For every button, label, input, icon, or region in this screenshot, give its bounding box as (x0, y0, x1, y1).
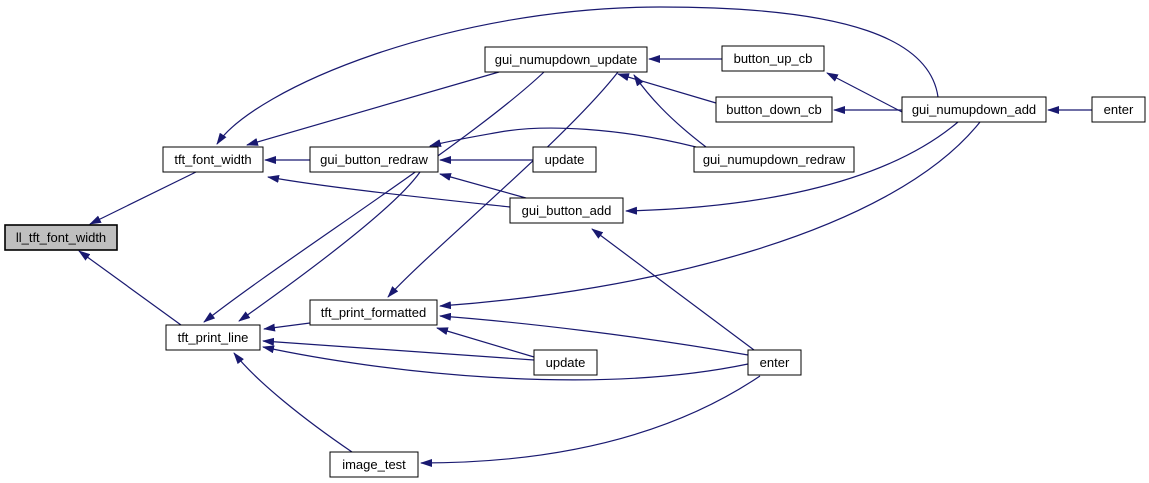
node-label-enter_right: enter (1104, 102, 1134, 117)
edge-gui_button_add-to-tft_font_width (267, 174, 511, 208)
edge-tft_print_formatted-to-tft_print_line (263, 322, 311, 332)
edge-button_down_cb-to-gui_numupdown_update (617, 73, 717, 104)
node-label-tft_print_line: tft_print_line (178, 330, 249, 345)
edges-layer (78, 6, 1092, 467)
node-update_top[interactable]: update (532, 146, 597, 173)
node-label-update_bottom: update (546, 355, 586, 370)
node-box-update_bottom (533, 349, 598, 376)
node-box-enter_right (1091, 96, 1146, 123)
node-tft_print_line[interactable]: tft_print_line (165, 324, 261, 351)
node-box-gui_numupdown_redraw (693, 146, 855, 173)
edge-update_bottom-to-tft_print_line (262, 337, 535, 361)
edge-enter_bottom-to-image_test (420, 375, 761, 467)
edge-gui_numupdown_redraw-to-gui_button_redraw (429, 127, 697, 148)
edge-gui_numupdown_update-to-tft_print_line (203, 71, 545, 323)
node-box-gui_button_add (509, 197, 624, 224)
edge-enter_bottom-to-tft_print_formatted (439, 312, 749, 356)
node-label-ll_tft_font_width: ll_tft_font_width (16, 230, 106, 245)
edge-enter_bottom-to-gui_button_add (591, 228, 755, 351)
node-box-gui_button_redraw (309, 146, 439, 173)
node-box-gui_numupdown_add (901, 96, 1047, 123)
node-box-ll_tft_font_width (4, 224, 118, 251)
node-label-gui_button_add: gui_button_add (522, 203, 612, 218)
node-box-image_test (329, 451, 419, 478)
node-label-tft_print_formatted: tft_print_formatted (321, 305, 427, 320)
node-label-gui_numupdown_add: gui_numupdown_add (912, 102, 1036, 117)
edge-gui_numupdown_add-to-button_up_cb (826, 72, 903, 113)
node-label-button_down_cb: button_down_cb (726, 102, 821, 117)
nodes-layer: ll_tft_font_width tft_font_width gui_butto… (4, 45, 1146, 478)
node-update_bottom[interactable]: update (533, 349, 598, 376)
node-tft_print_formatted[interactable]: tft_print_formatted (309, 299, 438, 326)
node-gui_button_add[interactable]: gui_button_add (509, 197, 624, 224)
edge-gui_numupdown_add-to-tft_font_width (216, 6, 939, 145)
node-label-gui_numupdown_redraw: gui_numupdown_redraw (703, 152, 846, 167)
node-label-update_top: update (545, 152, 585, 167)
node-box-update_top (532, 146, 597, 173)
node-button_up_cb[interactable]: button_up_cb (721, 45, 825, 72)
node-gui_numupdown_add[interactable]: gui_numupdown_add (901, 96, 1047, 123)
edge-gui_button_add-to-gui_button_redraw (439, 173, 527, 199)
node-box-gui_numupdown_update (484, 46, 648, 73)
node-label-tft_font_width: tft_font_width (174, 152, 251, 167)
node-box-button_up_cb (721, 45, 825, 72)
node-label-enter_bottom: enter (760, 355, 790, 370)
node-box-enter_bottom (747, 349, 802, 376)
node-gui_numupdown_update[interactable]: gui_numupdown_update (484, 46, 648, 73)
edge-gui_numupdown_add-to-tft_print_formatted (439, 121, 981, 310)
edge-tft_font_width-to-ll_tft_font_width (89, 171, 197, 225)
node-gui_button_redraw[interactable]: gui_button_redraw (309, 146, 439, 173)
node-box-tft_print_line (165, 324, 261, 351)
edge-gui_numupdown_update-to-tft_font_width (246, 71, 500, 146)
node-label-button_up_cb: button_up_cb (734, 51, 813, 66)
node-label-gui_button_redraw: gui_button_redraw (320, 152, 428, 167)
edge-gui_button_redraw-to-tft_print_line (238, 171, 421, 322)
node-box-tft_font_width (162, 146, 264, 173)
edge-gui_numupdown_update-to-tft_print_formatted (387, 71, 619, 298)
node-label-image_test: image_test (342, 457, 406, 472)
edge-gui_numupdown_add-to-gui_button_add (625, 121, 959, 215)
node-label-gui_numupdown_update: gui_numupdown_update (495, 52, 637, 67)
edge-image_test-to-tft_print_line (233, 352, 353, 453)
node-tft_font_width[interactable]: tft_font_width (162, 146, 264, 173)
edge-tft_print_line-to-ll_tft_font_width (78, 250, 182, 326)
edge-update_bottom-to-tft_print_formatted (436, 327, 535, 358)
node-ll_tft_font_width: ll_tft_font_width (4, 224, 118, 251)
edge-enter_bottom-to-tft_print_line (262, 345, 749, 381)
node-button_down_cb[interactable]: button_down_cb (715, 96, 833, 123)
node-enter_bottom[interactable]: enter (747, 349, 802, 376)
node-gui_numupdown_redraw[interactable]: gui_numupdown_redraw (693, 146, 855, 173)
edge-gui_numupdown_redraw-to-gui_numupdown_update (633, 74, 707, 148)
node-box-tft_print_formatted (309, 299, 438, 326)
node-box-button_down_cb (715, 96, 833, 123)
node-image_test[interactable]: image_test (329, 451, 419, 478)
node-enter_right[interactable]: enter (1091, 96, 1146, 123)
